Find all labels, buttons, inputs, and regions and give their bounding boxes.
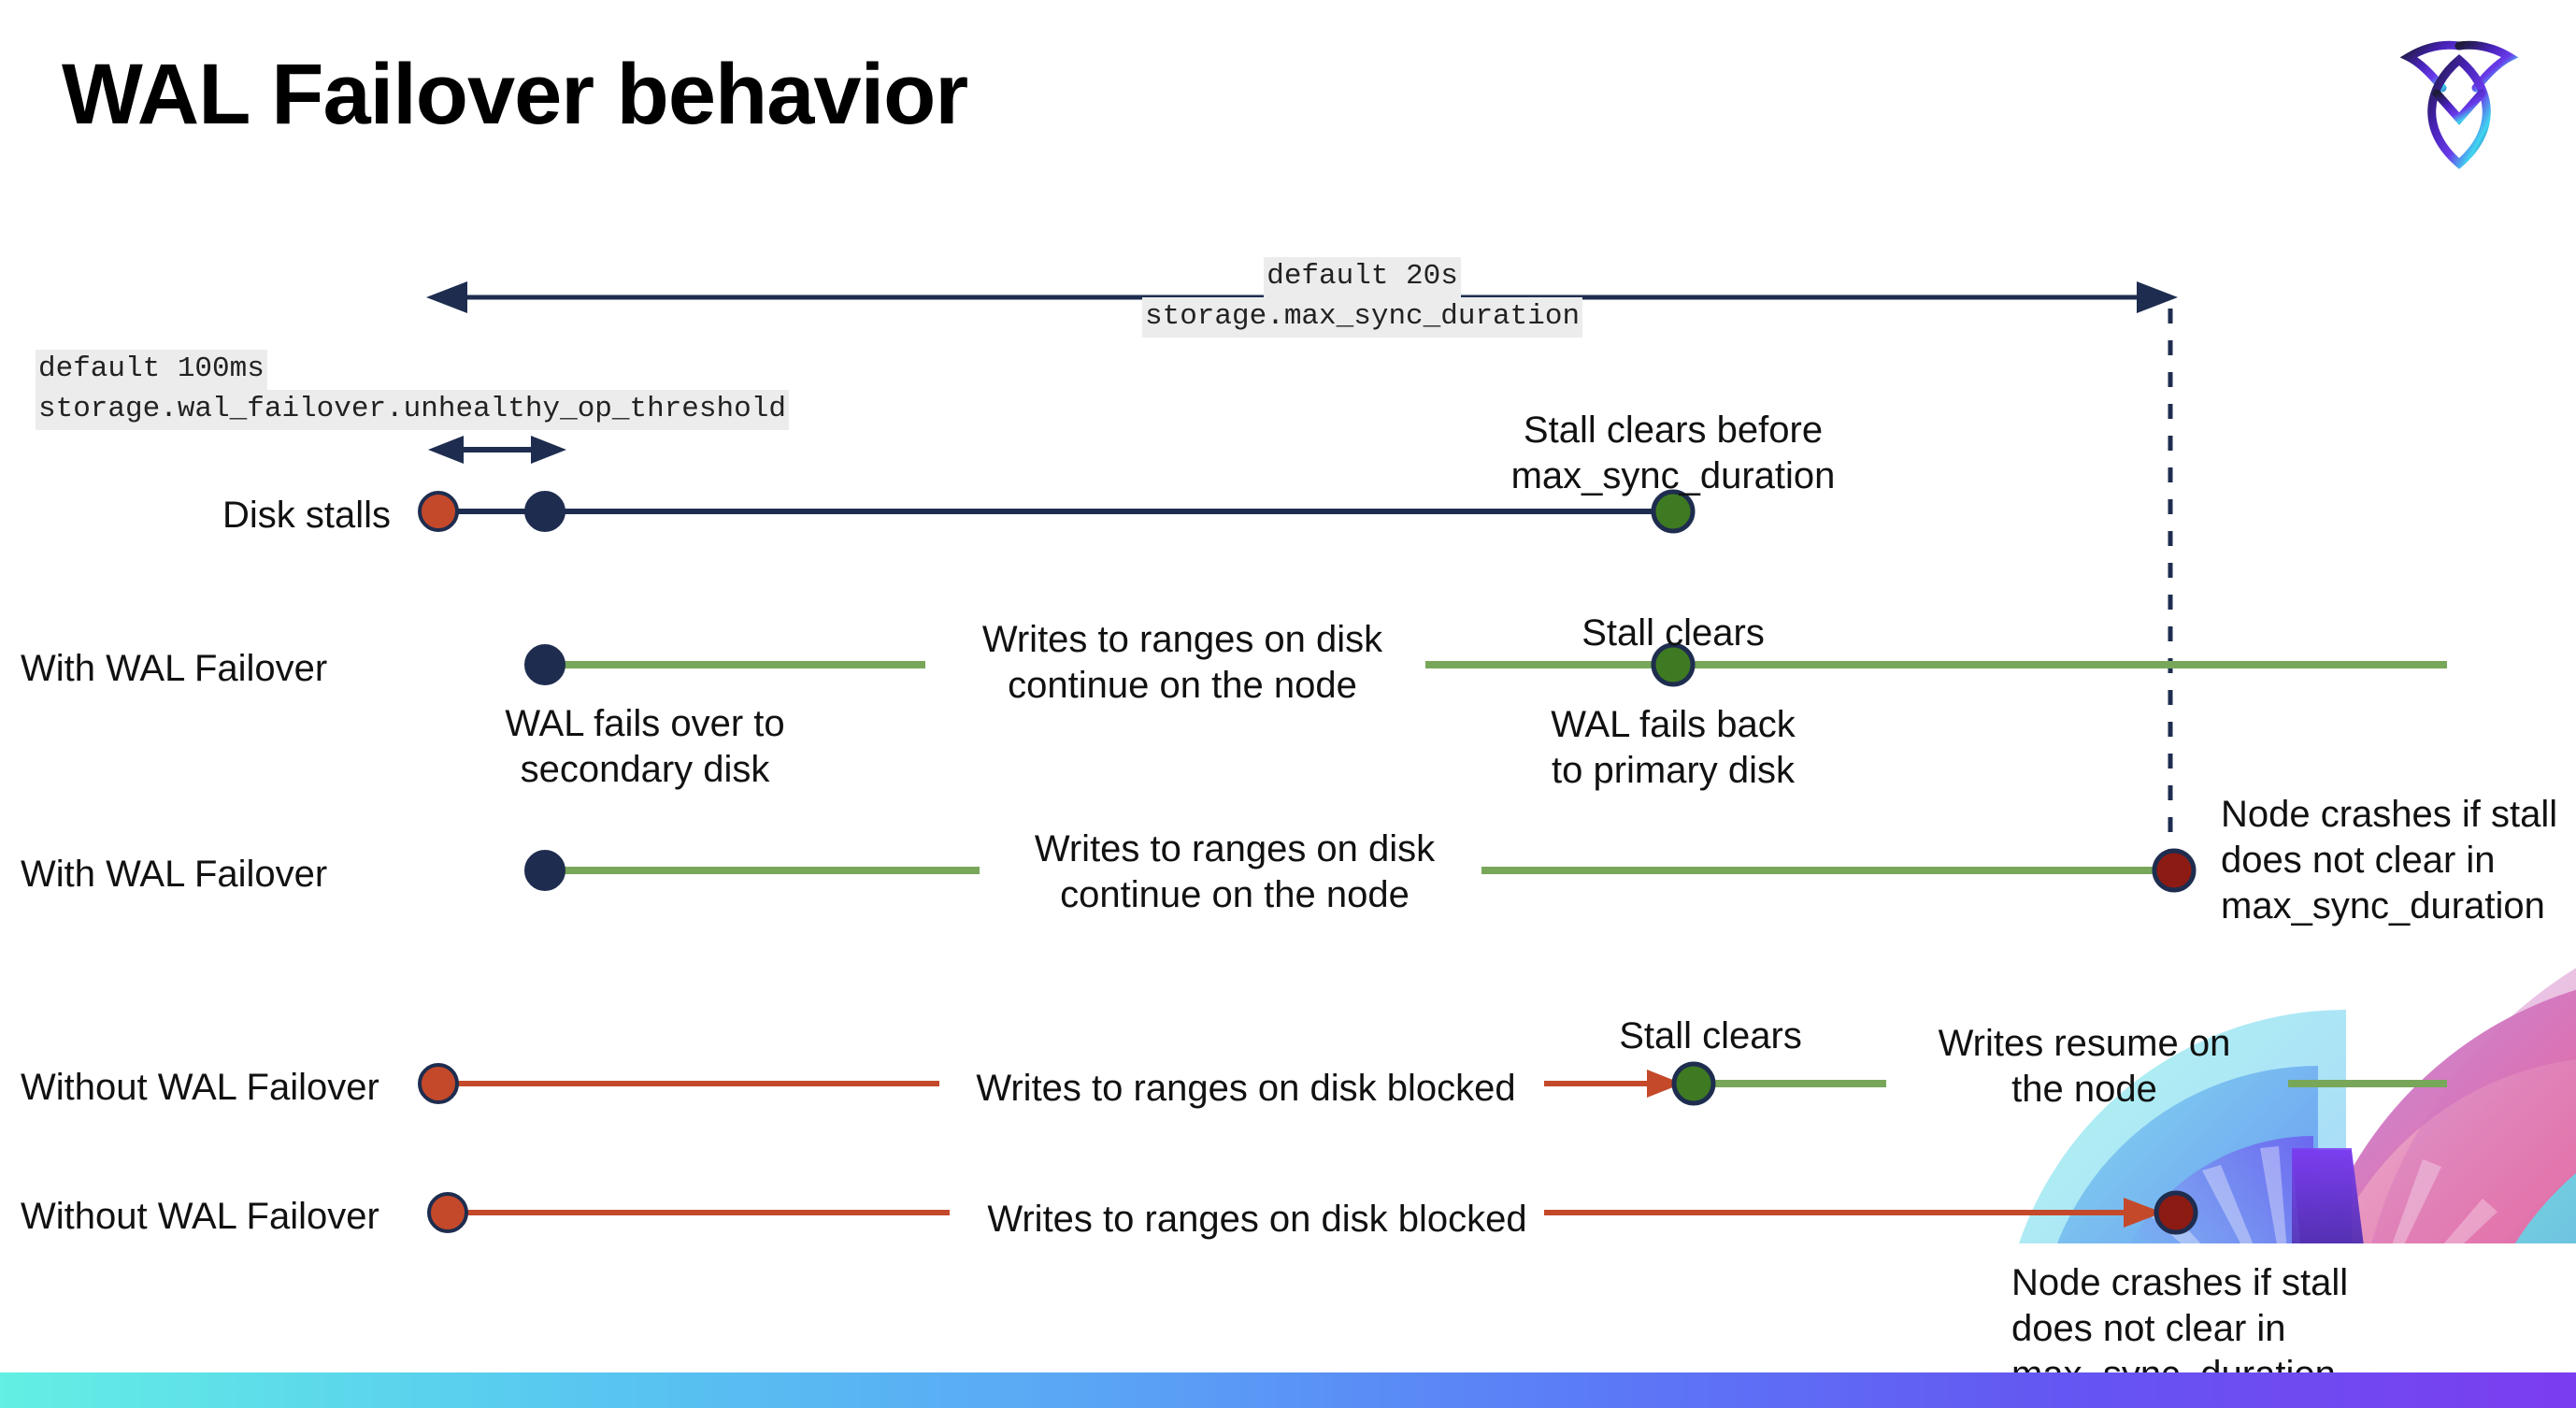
max-sync-duration-default: default 20s xyxy=(1264,257,1461,297)
unhealthy-op-threshold-setting: storage.wal_failover.unhealthy_op_thresh… xyxy=(36,389,789,430)
note-writes-continue-2: Writes to ranges on disk continue on the… xyxy=(1034,828,1436,915)
row-with-wal-failover-1-timeline xyxy=(524,642,2447,687)
note-node-crashes-1: Node crashes if stall does not clear in … xyxy=(2221,794,2558,927)
unhealthy-op-threshold-span-arrow xyxy=(428,436,566,464)
page-title: WAL Failover behavior xyxy=(62,47,968,142)
row-label-with-wal-failover-2: With WAL Failover xyxy=(21,854,328,895)
note-stall-clears-1: Stall clears xyxy=(1581,612,1765,654)
note-writes-continue-1: Writes to ranges on disk continue on the… xyxy=(981,619,1383,706)
row-label-without-wal-failover-2: Without WAL Failover xyxy=(21,1196,379,1237)
row-without-wal-failover-2-timeline xyxy=(427,1190,2198,1235)
cockroachdb-logo-icon xyxy=(2399,40,2519,169)
note-writes-resume: Writes resume on the node xyxy=(1938,1023,2231,1110)
note-stall-clears-before-max-sync: Stall clears before max_sync_duration xyxy=(1510,409,1836,496)
note-writes-blocked-1: Writes to ranges on disk blocked xyxy=(976,1068,1516,1109)
note-wal-fails-over: WAL fails over to secondary disk xyxy=(505,703,785,790)
note-wal-fails-back: WAL fails back to primary disk xyxy=(1551,704,1796,791)
note-stall-clears-2: Stall clears xyxy=(1619,1015,1802,1056)
note-writes-blocked-2: Writes to ranges on disk blocked xyxy=(987,1199,1527,1240)
row-disk-stalls-timeline xyxy=(418,489,1696,534)
unhealthy-op-threshold-default: default 100ms xyxy=(36,350,267,390)
row-without-wal-failover-1-timeline xyxy=(418,1061,2447,1106)
row-with-wal-failover-2-timeline xyxy=(524,848,2197,893)
row-label-disk-stalls: Disk stalls xyxy=(222,495,392,536)
row-label-with-wal-failover-1: With WAL Failover xyxy=(21,648,328,689)
max-sync-duration-setting: storage.max_sync_duration xyxy=(1142,296,1583,338)
caption-backdrop xyxy=(1970,1243,2576,1372)
max-sync-duration-annotation: default 20s storage.max_sync_duration xyxy=(1142,257,1583,338)
bottom-gradient-bar xyxy=(0,1372,2576,1408)
unhealthy-op-threshold-annotation: default 100ms storage.wal_failover.unhea… xyxy=(36,350,789,430)
row-label-without-wal-failover-1: Without WAL Failover xyxy=(21,1067,379,1108)
